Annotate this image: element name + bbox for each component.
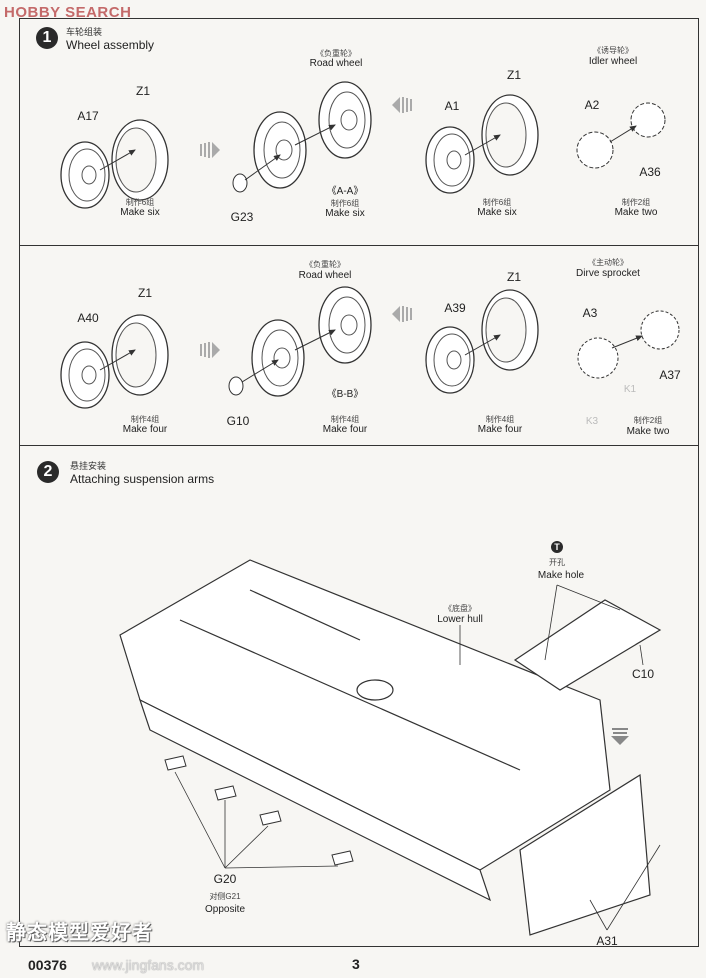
make-count: Make two bbox=[626, 426, 670, 437]
make-count: Make six bbox=[325, 208, 365, 219]
section-bb: 《B-B》 bbox=[326, 389, 364, 400]
step-2-title-en: Attaching suspension arms bbox=[70, 472, 215, 486]
make-count-cn: 制作6组 bbox=[125, 198, 155, 207]
step-1-title-cn: 车轮组装 bbox=[66, 27, 103, 37]
road-wheel-cn: 《负重轮》 bbox=[316, 49, 356, 58]
part-label-a31: A31 bbox=[596, 934, 618, 948]
step-2-title-cn: 悬挂安装 bbox=[70, 461, 107, 471]
step-arrow bbox=[200, 142, 220, 158]
sprocket-cn: 《主动轮》 bbox=[588, 258, 628, 267]
make-count-cn: 制作4组 bbox=[330, 415, 360, 424]
step2-panel bbox=[19, 445, 699, 947]
make-count-cn: 制作4组 bbox=[130, 415, 160, 424]
part-label-k1: K1 bbox=[623, 384, 637, 395]
part-label-a40: A40 bbox=[77, 311, 99, 325]
make-count-cn: 制作6组 bbox=[482, 198, 512, 207]
part-label-z1: Z1 bbox=[506, 68, 522, 82]
tire-z1 bbox=[111, 119, 169, 201]
make-count-cn: 制作6组 bbox=[330, 199, 360, 208]
opposite-label: Opposite bbox=[204, 904, 246, 915]
make-count: Make four bbox=[322, 424, 368, 435]
part-label-k3: K3 bbox=[585, 416, 599, 427]
make-count-cn: 制作4组 bbox=[485, 415, 515, 424]
step-2-badge: 2 bbox=[37, 461, 59, 483]
make-count: Make four bbox=[122, 424, 168, 435]
opposite-g21-cn: 对侧G21 bbox=[209, 892, 241, 901]
lower-hull-label: Lower hull bbox=[437, 614, 483, 625]
make-count: Make two bbox=[614, 207, 658, 218]
make-count: Make six bbox=[477, 207, 517, 218]
part-label-a36: A36 bbox=[639, 165, 661, 179]
section-aa: 《A-A》 bbox=[326, 186, 364, 197]
part-label-a1: A1 bbox=[444, 99, 460, 113]
road-wheel-cn: 《负重轮》 bbox=[305, 260, 345, 269]
step-2-title: 悬挂安装 Attaching suspension arms bbox=[70, 459, 214, 486]
make-count-cn: 制作2组 bbox=[633, 416, 663, 425]
part-label-a2: A2 bbox=[584, 98, 600, 112]
part-label-g10: G10 bbox=[226, 414, 250, 428]
make-hole-label: Make hole bbox=[537, 570, 585, 581]
step-1-badge: 1 bbox=[36, 27, 58, 49]
part-label-g20: G20 bbox=[213, 872, 237, 886]
hobby-search-watermark: HOBBY SEARCH bbox=[4, 4, 132, 21]
jingfans-url-watermark: www.jingfans.com bbox=[92, 957, 205, 973]
part-label-c10: C10 bbox=[631, 667, 655, 681]
part-label-z1: Z1 bbox=[506, 270, 522, 284]
part-label-a37: A37 bbox=[659, 368, 681, 382]
step-1-title: 车轮组装 Wheel assembly bbox=[66, 25, 154, 52]
make-hole-cn: 开孔 bbox=[549, 558, 565, 567]
road-wheel-label: Road wheel bbox=[309, 58, 363, 69]
part-label-a39: A39 bbox=[444, 301, 466, 315]
make-count: Make four bbox=[477, 424, 523, 435]
lower-hull-drawing bbox=[119, 559, 662, 936]
idler-wheel-label: Idler wheel bbox=[588, 56, 638, 67]
part-label-z1: Z1 bbox=[137, 286, 153, 300]
road-wheel-label: Road wheel bbox=[298, 270, 352, 281]
product-code: 00376 bbox=[28, 957, 67, 973]
part-label-a17: A17 bbox=[77, 109, 99, 123]
make-count: Make six bbox=[120, 207, 160, 218]
jingfans-watermark: 静态模型爱好者 bbox=[6, 922, 153, 944]
sprocket-label: Dirve sprocket bbox=[576, 268, 640, 279]
lower-hull-cn: 《底盘》 bbox=[444, 604, 476, 613]
make-count-cn: 制作2组 bbox=[621, 198, 651, 207]
part-label-z1: Z1 bbox=[135, 84, 151, 98]
part-label-a3: A3 bbox=[582, 306, 598, 320]
down-arrow bbox=[611, 728, 629, 745]
page-number: 3 bbox=[352, 956, 360, 972]
make-hole-icon: T bbox=[551, 541, 563, 553]
cap-g23 bbox=[232, 173, 248, 193]
part-label-g23: G23 bbox=[230, 210, 254, 224]
step-1-title-en: Wheel assembly bbox=[66, 38, 155, 52]
wheel-a17 bbox=[60, 141, 110, 209]
idler-wheel-cn: 《诱导轮》 bbox=[593, 46, 633, 55]
